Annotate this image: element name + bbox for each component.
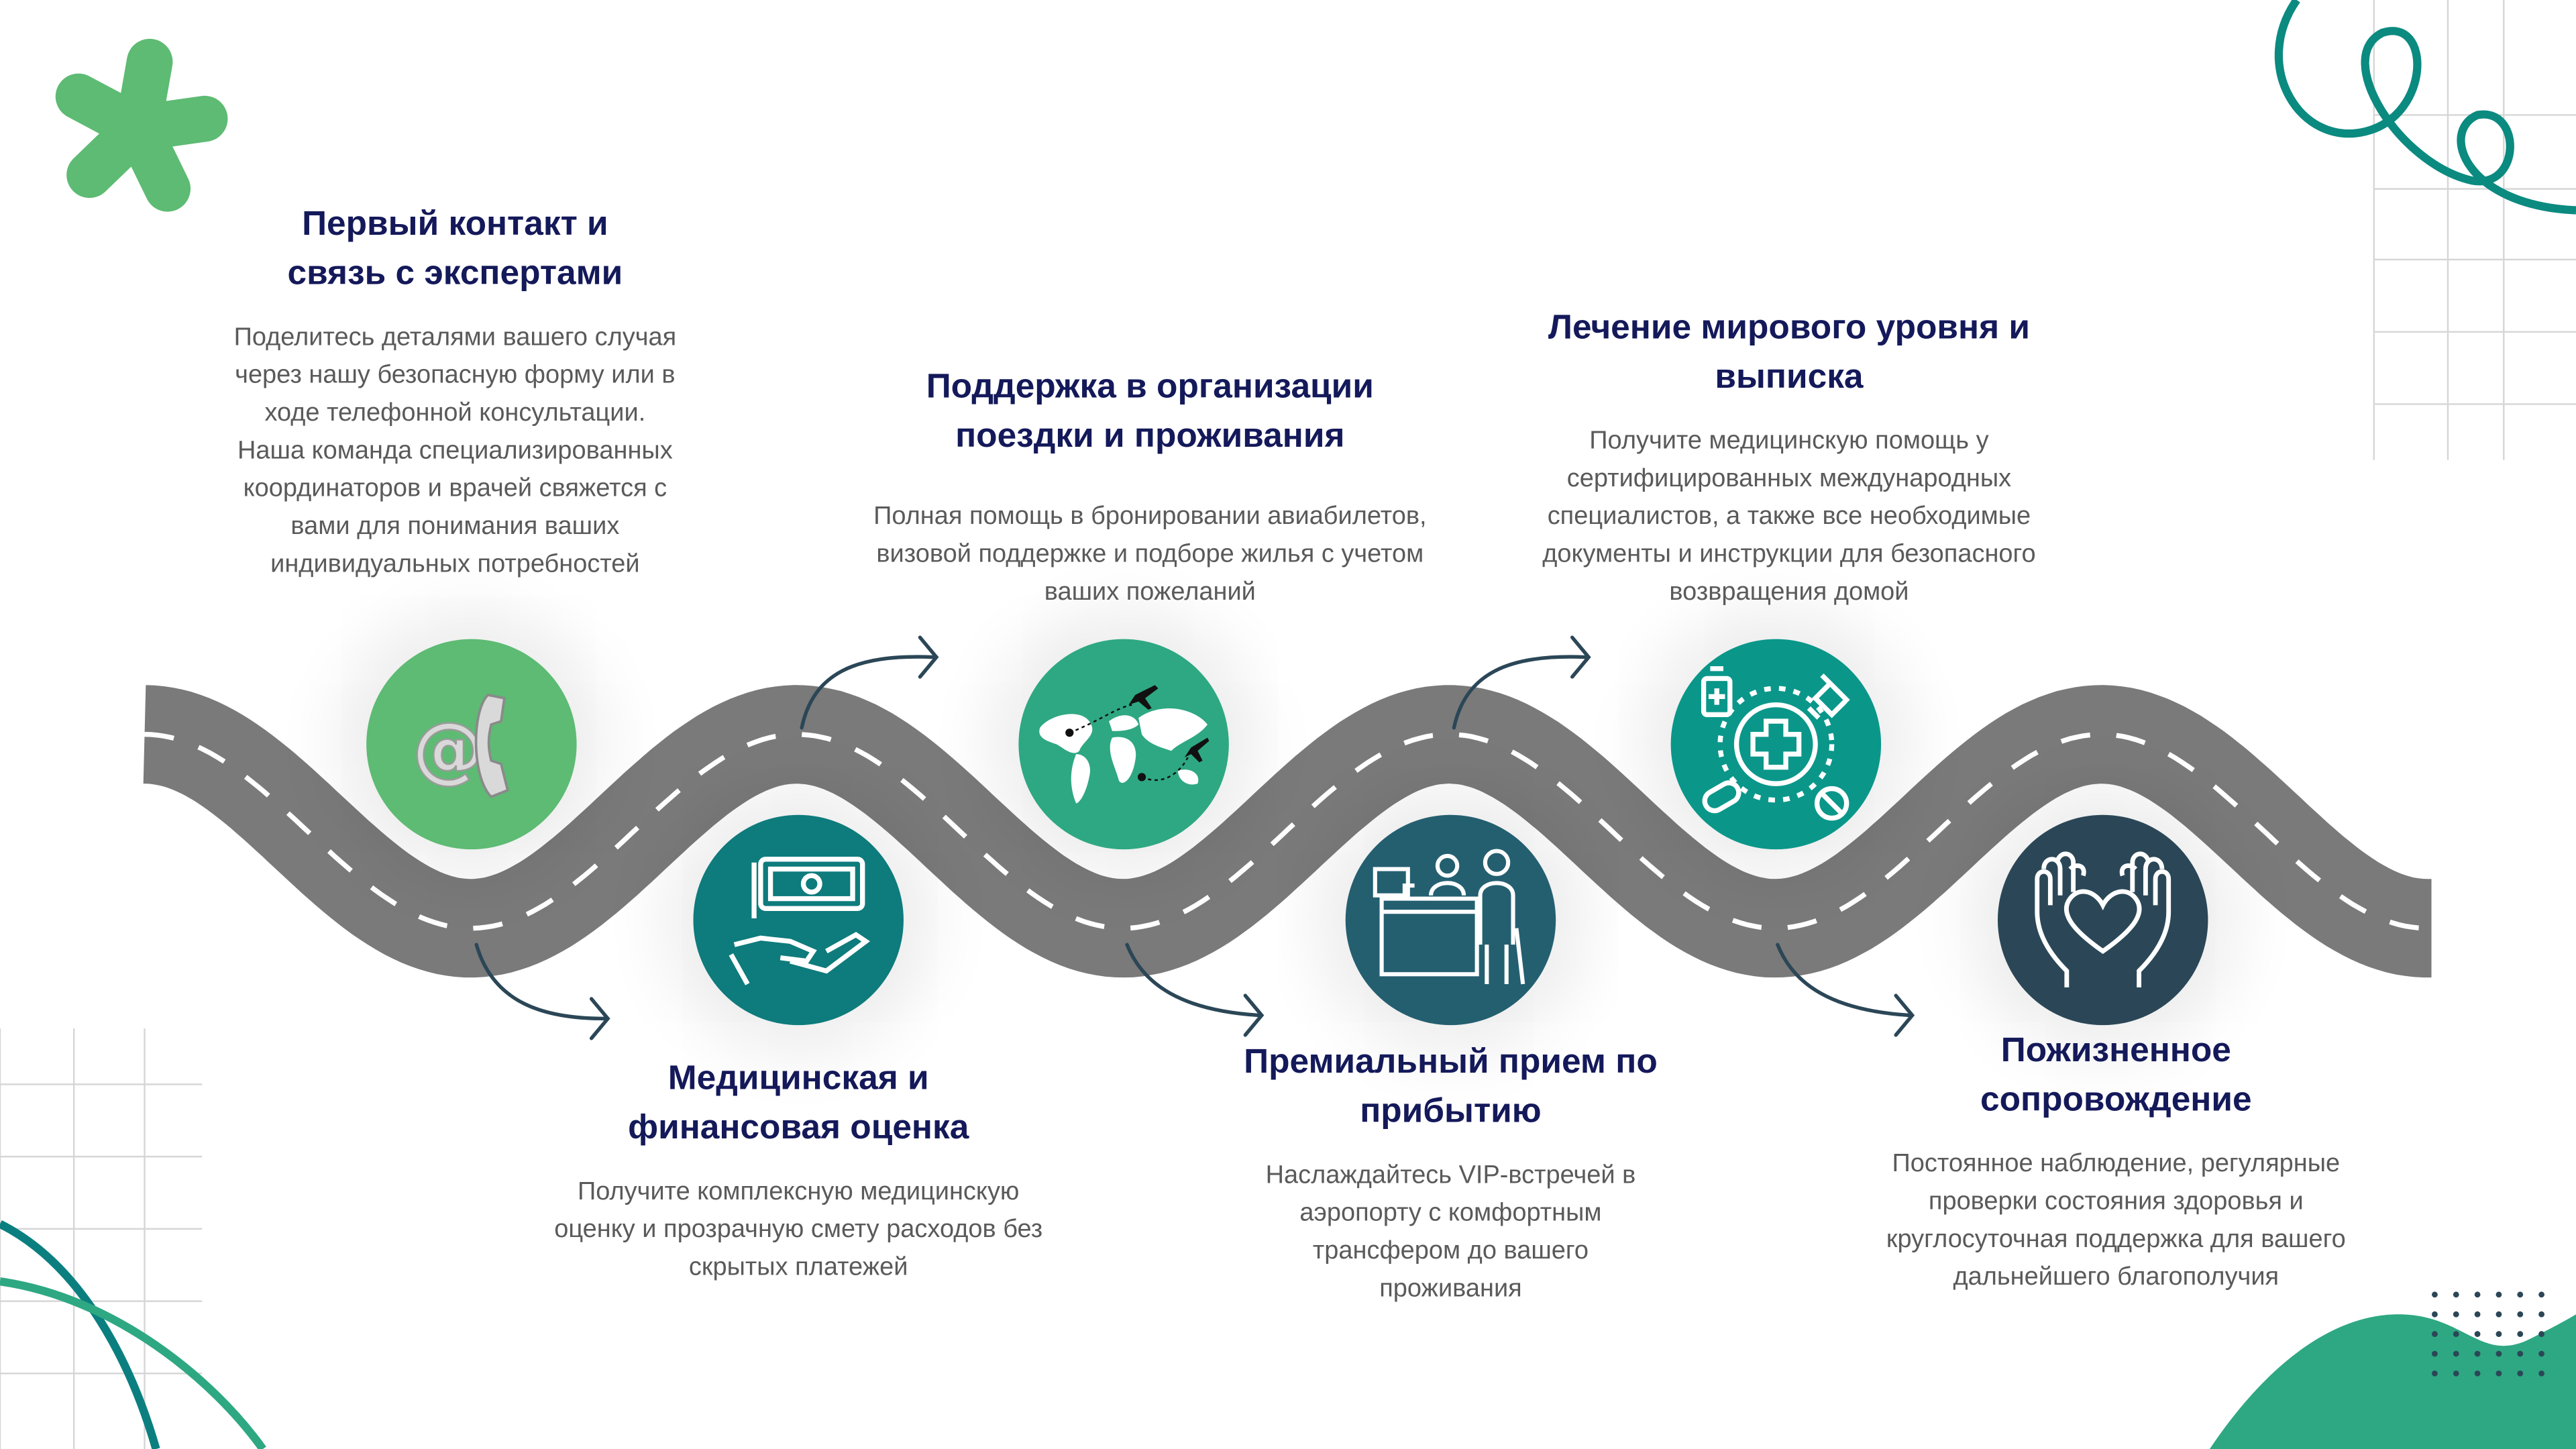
dot <box>2432 1331 2438 1337</box>
dot <box>2517 1311 2524 1318</box>
arrow-icon-5 <box>1776 943 1915 1037</box>
reception-desk-icon <box>1373 849 1525 985</box>
dot <box>2432 1350 2438 1357</box>
step-4-icon-circle <box>1345 814 1556 1026</box>
step-description: Постоянное наблюдение, регулярные провер… <box>1886 1150 2346 1291</box>
dot <box>2474 1350 2481 1357</box>
dot <box>2517 1350 2524 1357</box>
dot <box>2538 1291 2545 1298</box>
dot-grid-decoration <box>2432 1291 2545 1377</box>
dot <box>2538 1370 2545 1377</box>
dot <box>2453 1311 2459 1318</box>
dot <box>2453 1370 2459 1377</box>
road-center-dashes <box>144 732 2432 931</box>
step-2-icon-circle <box>693 814 904 1026</box>
dot <box>2453 1331 2459 1337</box>
dot <box>2496 1331 2502 1337</box>
asterisk-decoration <box>55 38 228 212</box>
grid-decoration-top-right <box>2373 0 2576 460</box>
dot <box>2538 1350 2545 1357</box>
arrow-icon-3 <box>1125 943 1265 1037</box>
step-6-icon-circle <box>1997 814 2208 1026</box>
loop-decoration <box>2274 0 2576 215</box>
blob-decoration <box>2209 1314 2576 1449</box>
world-map-flights-icon <box>1039 685 1210 804</box>
dot <box>2432 1370 2438 1377</box>
dot <box>2453 1350 2459 1357</box>
arc-decoration-teal <box>0 1220 160 1449</box>
dot <box>2432 1311 2438 1318</box>
arc-decoration-green <box>0 1277 266 1449</box>
svg-text:@: @ <box>413 707 485 791</box>
dot <box>2538 1331 2545 1337</box>
step-description: Полная помощь в бронировании авиабилетов… <box>873 502 1427 606</box>
money-hand-icon <box>729 857 870 985</box>
dot <box>2474 1370 2481 1377</box>
dot <box>2474 1331 2481 1337</box>
dot <box>2496 1291 2502 1298</box>
dot <box>2517 1370 2524 1377</box>
dot <box>2453 1291 2459 1298</box>
dot <box>2474 1311 2481 1318</box>
dot <box>2496 1311 2502 1318</box>
dot <box>2496 1370 2502 1377</box>
dot <box>2517 1331 2524 1337</box>
step-description: Поделитесь деталями вашего случая через … <box>233 323 677 579</box>
step-description: Получите комплексную медицинскую оценку … <box>554 1177 1043 1282</box>
dot <box>2496 1350 2502 1357</box>
step-description: Наслаждайтесь VIP-встречей в аэропорту с… <box>1265 1161 1636 1303</box>
dot <box>2517 1291 2524 1298</box>
email-phone-icon: @ <box>411 693 509 798</box>
dot <box>2538 1311 2545 1318</box>
grid-decoration-bottom-left <box>0 1028 203 1449</box>
arrow-icon-1 <box>474 943 610 1040</box>
hands-heart-icon <box>2035 851 2171 987</box>
arrow-icon-4 <box>1452 635 1591 730</box>
dot <box>2432 1291 2438 1298</box>
dot <box>2474 1291 2481 1298</box>
step-description: Получите медицинскую помощь у сертифицир… <box>1542 427 2036 606</box>
medical-cross-icon <box>1701 666 1850 821</box>
step-5-icon-circle <box>1670 639 1882 850</box>
step-1-icon-circle: @ <box>366 639 577 850</box>
arrow-icon-2 <box>800 635 939 730</box>
step-3-icon-circle <box>1018 639 1229 850</box>
